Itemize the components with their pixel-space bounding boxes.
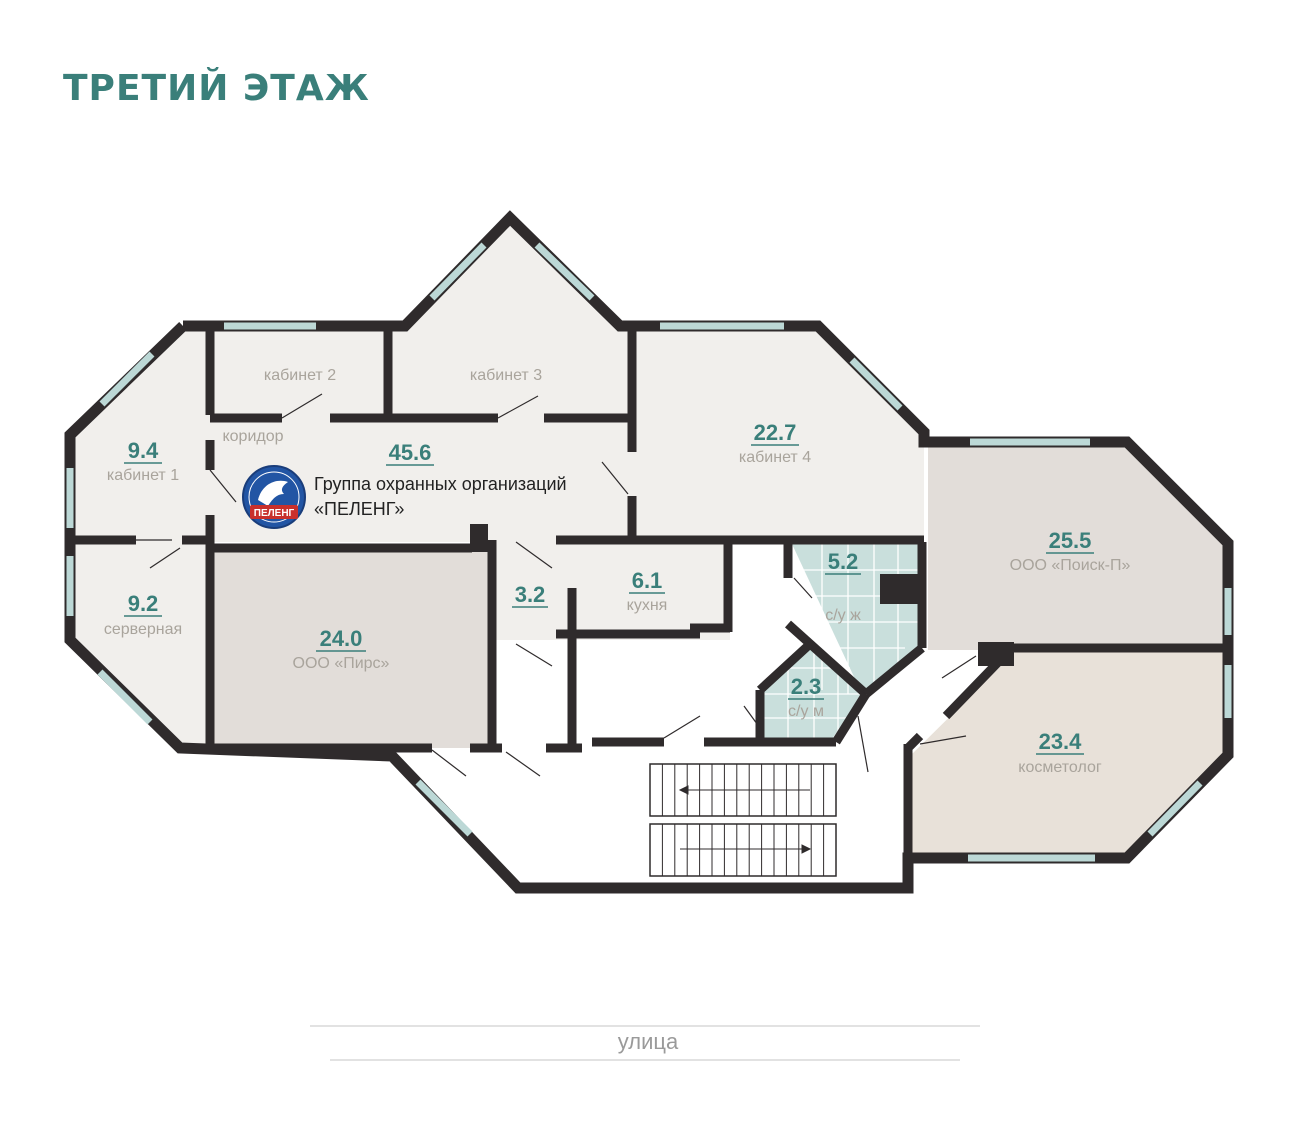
name-cabinet-2: кабинет 2 bbox=[264, 367, 336, 384]
floor-cabinet-4 bbox=[632, 326, 924, 542]
name-cosmetologist: косметолог bbox=[1018, 759, 1102, 776]
area-wc-male: 2.3 bbox=[791, 674, 822, 699]
floors bbox=[70, 222, 1228, 858]
pillars bbox=[470, 524, 1014, 666]
door-swings bbox=[136, 393, 977, 777]
windows bbox=[66, 242, 1232, 862]
floor-poisk bbox=[928, 442, 1228, 650]
name-cabinet-1: кабинет 1 bbox=[107, 467, 179, 484]
name-corridor: коридор bbox=[222, 428, 283, 445]
floor-cabinet-3 bbox=[388, 222, 632, 418]
name-server-room: серверная bbox=[104, 621, 182, 638]
area-wc-female: 5.2 bbox=[828, 549, 859, 574]
floor-cosmetologist bbox=[908, 652, 1228, 858]
street: улица bbox=[310, 1025, 980, 1061]
area-poisk: 25.5 bbox=[1049, 528, 1092, 553]
name-wc-male: с/у м bbox=[788, 703, 824, 720]
floor-cabinet-2 bbox=[210, 326, 388, 418]
area-room-3-2: 3.2 bbox=[515, 582, 546, 607]
tenant-name-line-1: Группа охранных организаций bbox=[314, 474, 567, 494]
tenant-name-line-2: «ПЕЛЕНГ» bbox=[314, 499, 404, 519]
area-kitchen: 6.1 bbox=[632, 568, 663, 593]
griffin-emblem-icon bbox=[258, 480, 288, 506]
name-pirs: ООО «Пирс» bbox=[293, 655, 390, 672]
page-title: ТРЕТИЙ ЭТАЖ bbox=[63, 68, 370, 109]
logo-text: ПЕЛЕНГ bbox=[254, 508, 295, 519]
area-corridor: 45.6 bbox=[389, 440, 432, 465]
name-kitchen: кухня bbox=[627, 597, 668, 614]
area-server-room: 9.2 bbox=[128, 591, 159, 616]
floor-left-wing bbox=[70, 326, 210, 748]
name-wc-female: с/у ж bbox=[825, 607, 861, 624]
area-cabinet-1: 9.4 bbox=[128, 438, 159, 463]
area-cosmetologist: 23.4 bbox=[1039, 729, 1083, 754]
stair-arrowhead-upper bbox=[678, 785, 689, 795]
staircase bbox=[649, 763, 837, 877]
name-cabinet-3: кабинет 3 bbox=[470, 367, 542, 384]
stair-arrowhead-lower bbox=[801, 844, 812, 854]
area-cabinet-4: 22.7 bbox=[754, 420, 797, 445]
interior-walls bbox=[70, 326, 1228, 858]
peleng-logo: ПЕЛЕНГ bbox=[242, 465, 306, 529]
floor-pirs bbox=[210, 552, 492, 748]
room-labels: 9.4 кабинет 1 кабинет 2 кабинет 3 22.7 к… bbox=[104, 367, 1131, 776]
street-label: улица bbox=[618, 1029, 679, 1054]
outer-walls bbox=[64, 210, 1234, 894]
name-cabinet-4: кабинет 4 bbox=[739, 449, 811, 466]
area-pirs: 24.0 bbox=[320, 626, 363, 651]
name-poisk: ООО «Поиск-П» bbox=[1010, 557, 1131, 574]
